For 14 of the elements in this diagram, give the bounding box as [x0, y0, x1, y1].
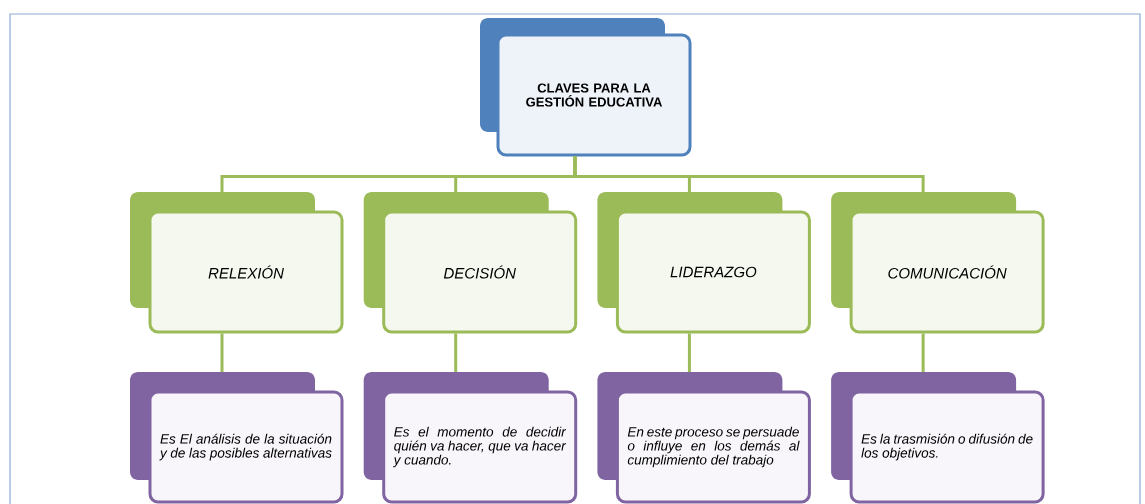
connector-line — [921, 333, 925, 372]
connector-line — [454, 333, 458, 372]
description-box: Es la trasmisión o difusión de los objetivos. — [831, 372, 1045, 504]
topic-box: RELEXIÓN — [130, 192, 344, 334]
title-box: CLAVES PARA LA GESTIÓN EDUCATIVA — [480, 18, 692, 157]
connector-line — [573, 156, 925, 192]
connector-line — [220, 333, 224, 372]
description-box: Es El análisis de la situación y de las posibles alternativas — [130, 372, 344, 504]
topic-box: DECISIÓN — [363, 192, 578, 334]
topic-box: LIDERAZGO — [597, 192, 811, 334]
description-box: Es el momento de decidir quién va hacer, que va hacer y cuando. — [363, 372, 578, 504]
connector-line — [687, 333, 691, 372]
description-box: En este proceso se persuade o influye en los demás al cumplimiento del trabajo — [597, 372, 811, 504]
topic-box: COMUNICACIÓN — [831, 192, 1045, 334]
